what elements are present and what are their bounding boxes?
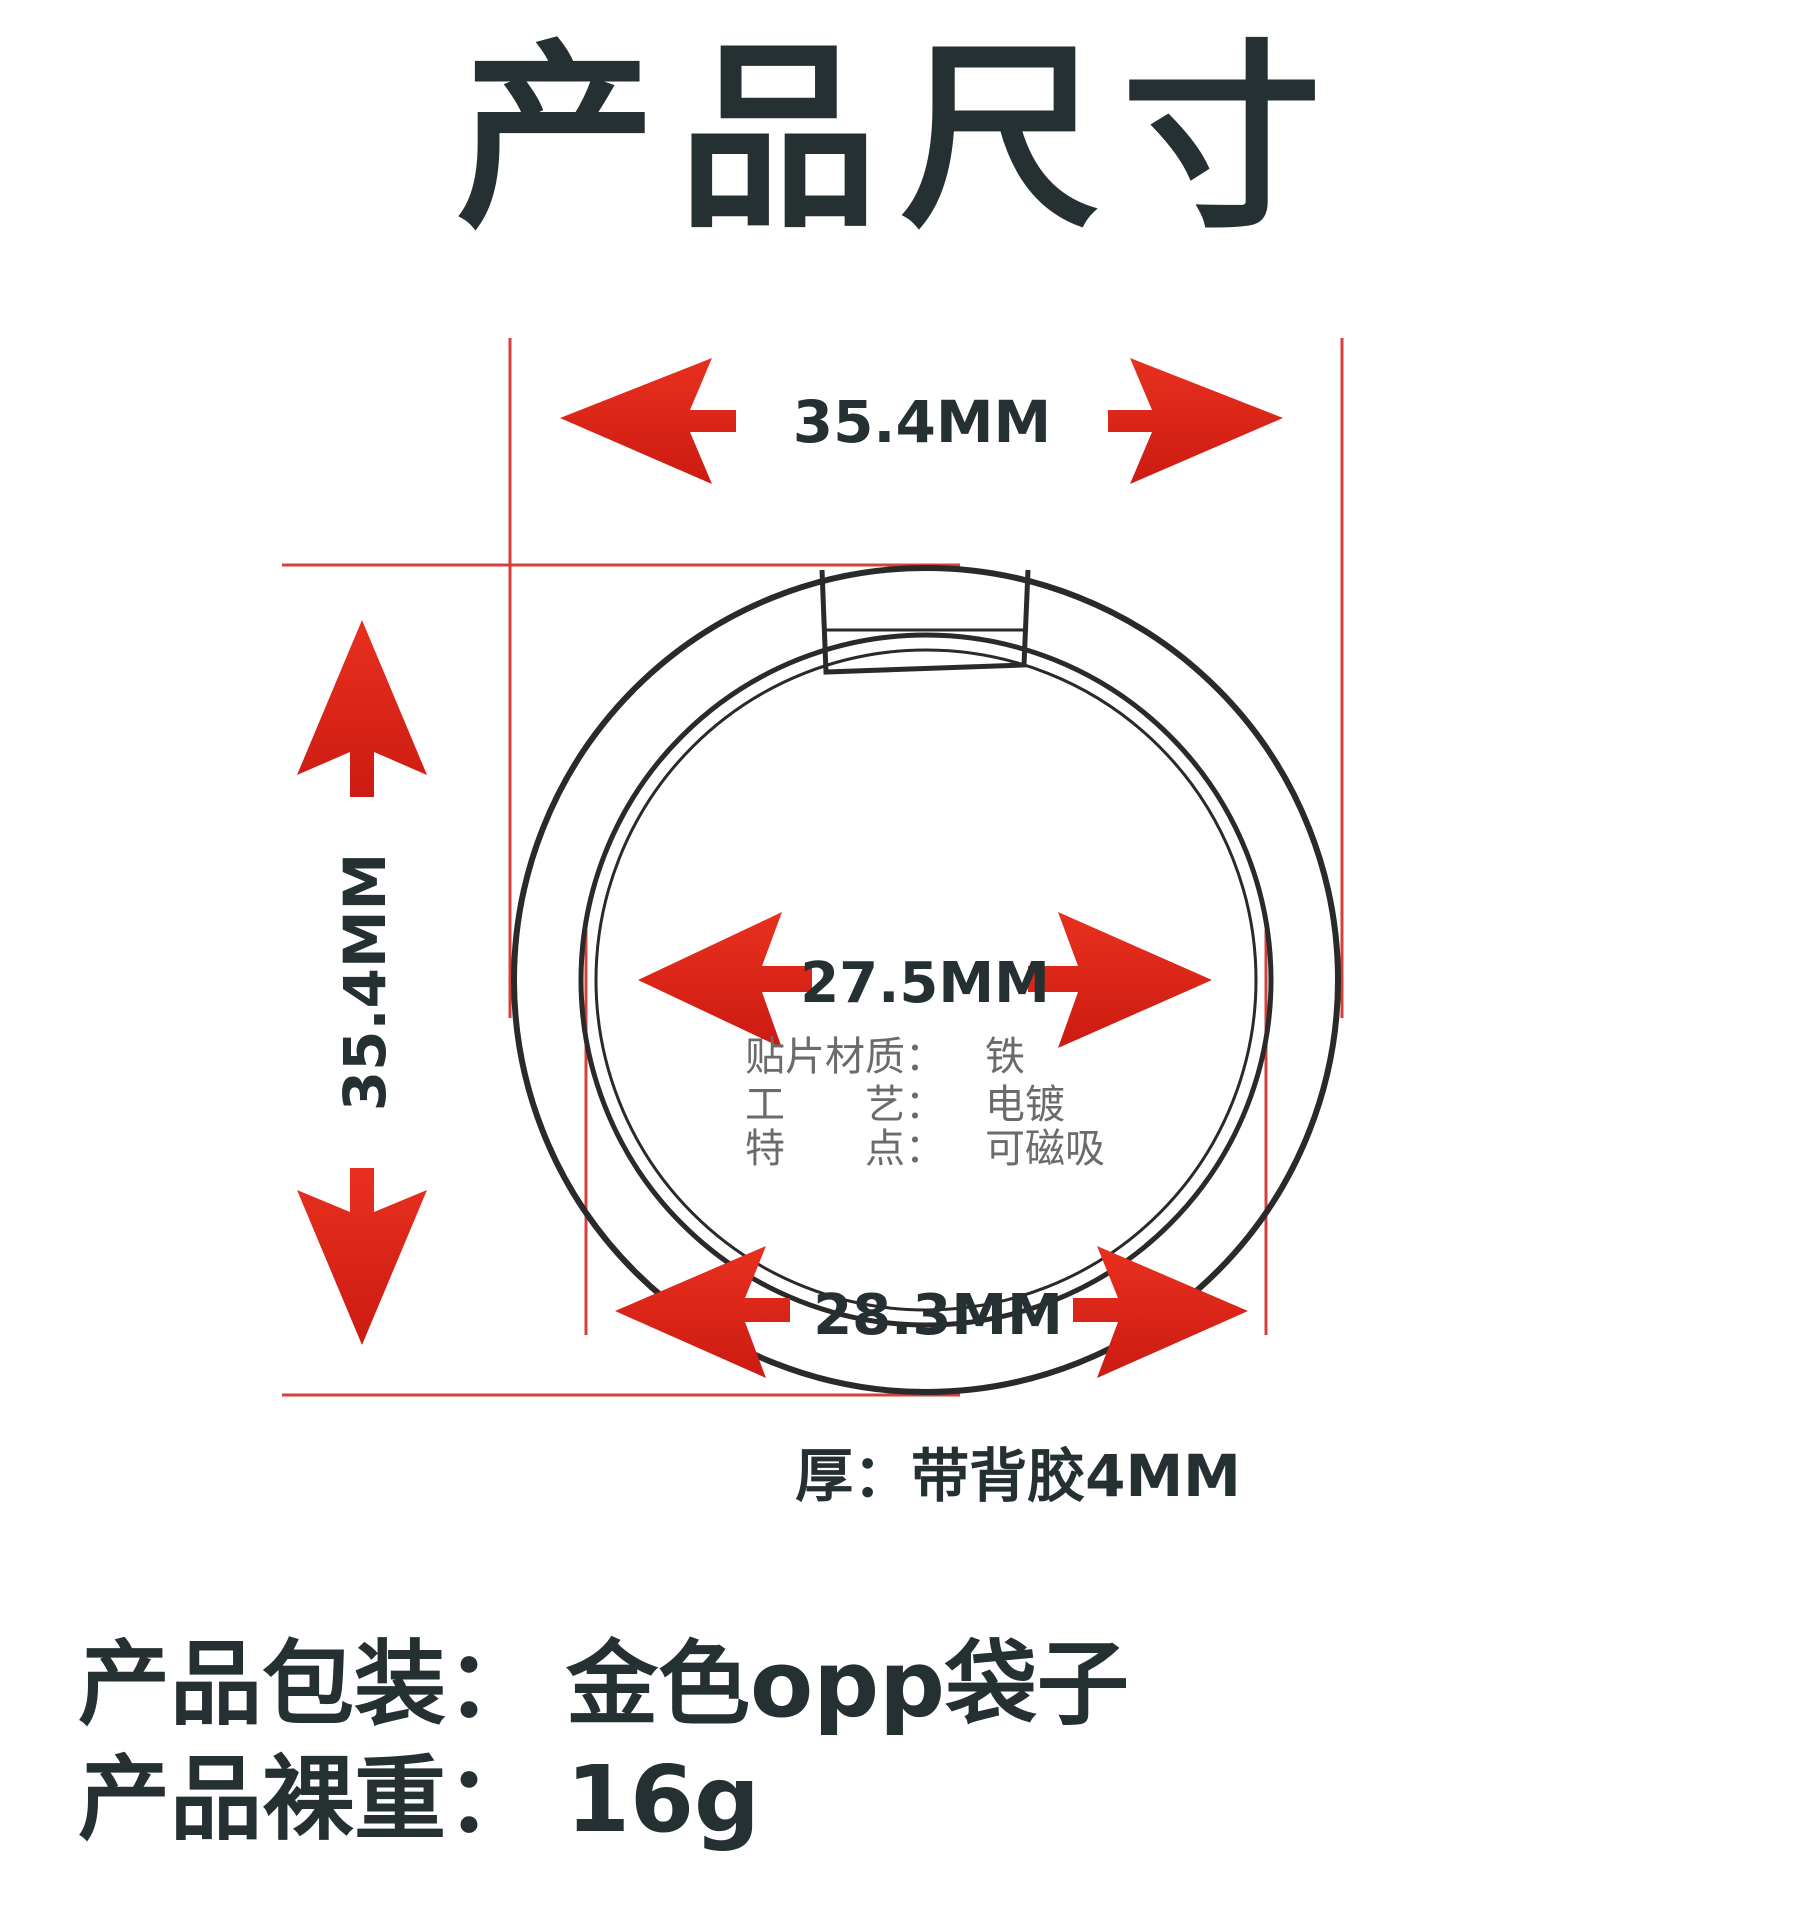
arrow-bottom-left bbox=[615, 1246, 790, 1378]
packaging-label: 产品包装： bbox=[78, 1631, 539, 1738]
spec-process-value: 电镀 bbox=[985, 1082, 1065, 1128]
ring-hinge-block bbox=[819, 569, 1031, 675]
outer-ring bbox=[511, 565, 1341, 1395]
arrow-top-left bbox=[560, 358, 736, 484]
label-bottom-width: 28.3MM bbox=[813, 1283, 1063, 1348]
packaging-line: 产品包装： 金色opp袋子 bbox=[78, 1630, 1129, 1740]
weight-line: 产品裸重： 16g bbox=[78, 1745, 760, 1855]
ring-outline bbox=[511, 565, 1341, 1395]
spec-material-value: 铁 bbox=[985, 1034, 1025, 1080]
label-outer-width: 35.4MM bbox=[793, 388, 1052, 456]
spec-feature-label: 特 点： bbox=[745, 1126, 945, 1172]
arrow-left-down bbox=[297, 1168, 427, 1345]
inner-ring-edge bbox=[594, 648, 1258, 1312]
weight-label: 产品裸重： bbox=[78, 1746, 539, 1853]
packaging-value: 金色opp袋子 bbox=[566, 1631, 1129, 1738]
spec-process-label: 工 艺： bbox=[745, 1082, 945, 1128]
label-thickness: 厚：带背胶4MM bbox=[795, 1442, 1241, 1510]
spec-material-label: 贴片材质： bbox=[745, 1034, 945, 1080]
spec-list: 贴片材质： 铁 工 艺： 电镀 特 点： 可磁吸 bbox=[745, 1034, 1105, 1172]
label-inner-diameter: 27.5MM bbox=[800, 951, 1050, 1016]
arrow-inner-right bbox=[1028, 912, 1212, 1048]
page-title: 产品尺寸 bbox=[455, 23, 1344, 256]
arrow-bottom-right bbox=[1073, 1246, 1248, 1378]
inner-ring bbox=[578, 632, 1274, 1328]
guide-lines bbox=[282, 338, 1344, 1397]
weight-value: 16g bbox=[566, 1746, 760, 1853]
arrow-left-up bbox=[297, 620, 427, 797]
label-outer-height: 35.4MM bbox=[331, 853, 399, 1112]
arrow-inner-left bbox=[638, 912, 812, 1048]
spec-feature-value: 可磁吸 bbox=[985, 1126, 1105, 1172]
arrow-top-right bbox=[1108, 358, 1283, 484]
